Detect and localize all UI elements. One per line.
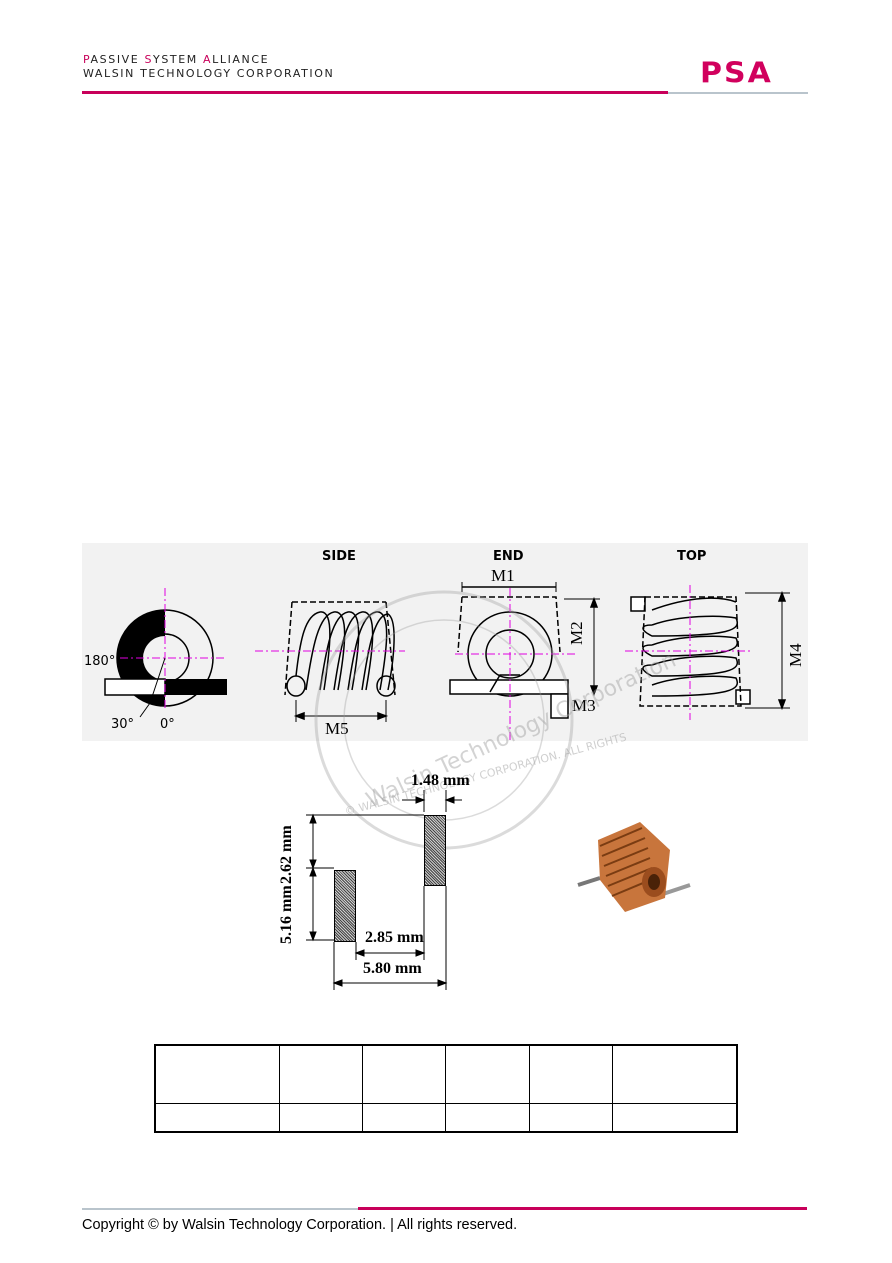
angle-label-30: 30°: [111, 717, 135, 732]
alliance-letter-p: P: [83, 53, 91, 66]
dim-outer-span: 5.80 mm: [363, 960, 422, 977]
footer-divider-grey: [82, 1208, 358, 1210]
alliance-word-2: YSTEM: [153, 53, 203, 66]
alliance-word-1: ASSIVE: [90, 53, 145, 66]
table-cell: [279, 1044, 364, 1104]
top-view-drawing: [630, 590, 790, 711]
dim-label-m5: M5: [325, 719, 349, 738]
header-divider-grey: [668, 92, 808, 94]
alliance-letter-a: A: [203, 53, 213, 66]
land-pattern-dimensions: [306, 790, 462, 990]
coil-views-panel: [82, 543, 808, 741]
view-label-top: TOP: [677, 549, 707, 564]
dim-label-m1: M1: [491, 566, 515, 585]
alliance-name: PASSIVE SYSTEM ALLIANCE: [83, 53, 269, 66]
table-cell: [528, 1103, 613, 1133]
table-cell: [611, 1044, 738, 1104]
copyright-text: Copyright © by Walsin Technology Corpora…: [82, 1217, 518, 1233]
dim-height-bottom: 5.16 mm: [278, 885, 295, 944]
table-cell: [445, 1044, 530, 1104]
table-cell: [154, 1044, 281, 1104]
dim-label-m3: M3: [572, 696, 596, 715]
table-row: [154, 1103, 738, 1133]
table-cell: [445, 1103, 530, 1133]
company-name: WALSIN TECHNOLOGY CORPORATION: [83, 67, 335, 80]
view-label-side: SIDE: [322, 549, 356, 564]
side-view-drawing: [284, 601, 396, 722]
table-cell: [611, 1103, 738, 1133]
alliance-letter-s: S: [144, 53, 154, 66]
header-divider-pink: [82, 91, 668, 94]
angle-label-0: 0°: [160, 717, 175, 732]
alliance-word-3: LLIANCE: [212, 53, 270, 66]
table-row: [154, 1044, 738, 1104]
table-cell: [362, 1044, 447, 1104]
land-pad-left: [334, 870, 356, 942]
table-cell: [154, 1103, 281, 1133]
dim-gap: 1.48 mm: [411, 772, 470, 789]
terminal-angle-drawing: [104, 588, 227, 718]
table-cell: [362, 1103, 447, 1133]
angle-label-180: 180°: [84, 654, 116, 669]
dim-label-m2: M2: [567, 621, 586, 645]
psa-logo: PSA: [700, 56, 773, 91]
table-cell: [528, 1044, 613, 1104]
dimension-table: [154, 1044, 738, 1133]
dim-inner-span: 2.85 mm: [365, 929, 424, 946]
dim-height-top: 2.62 mm: [278, 825, 295, 884]
land-pad-right: [424, 815, 446, 886]
footer-divider-pink: [358, 1207, 807, 1210]
table-cell: [279, 1103, 364, 1133]
dim-label-m4: M4: [786, 643, 805, 667]
view-label-end: END: [493, 549, 524, 564]
product-photo: [577, 822, 691, 912]
